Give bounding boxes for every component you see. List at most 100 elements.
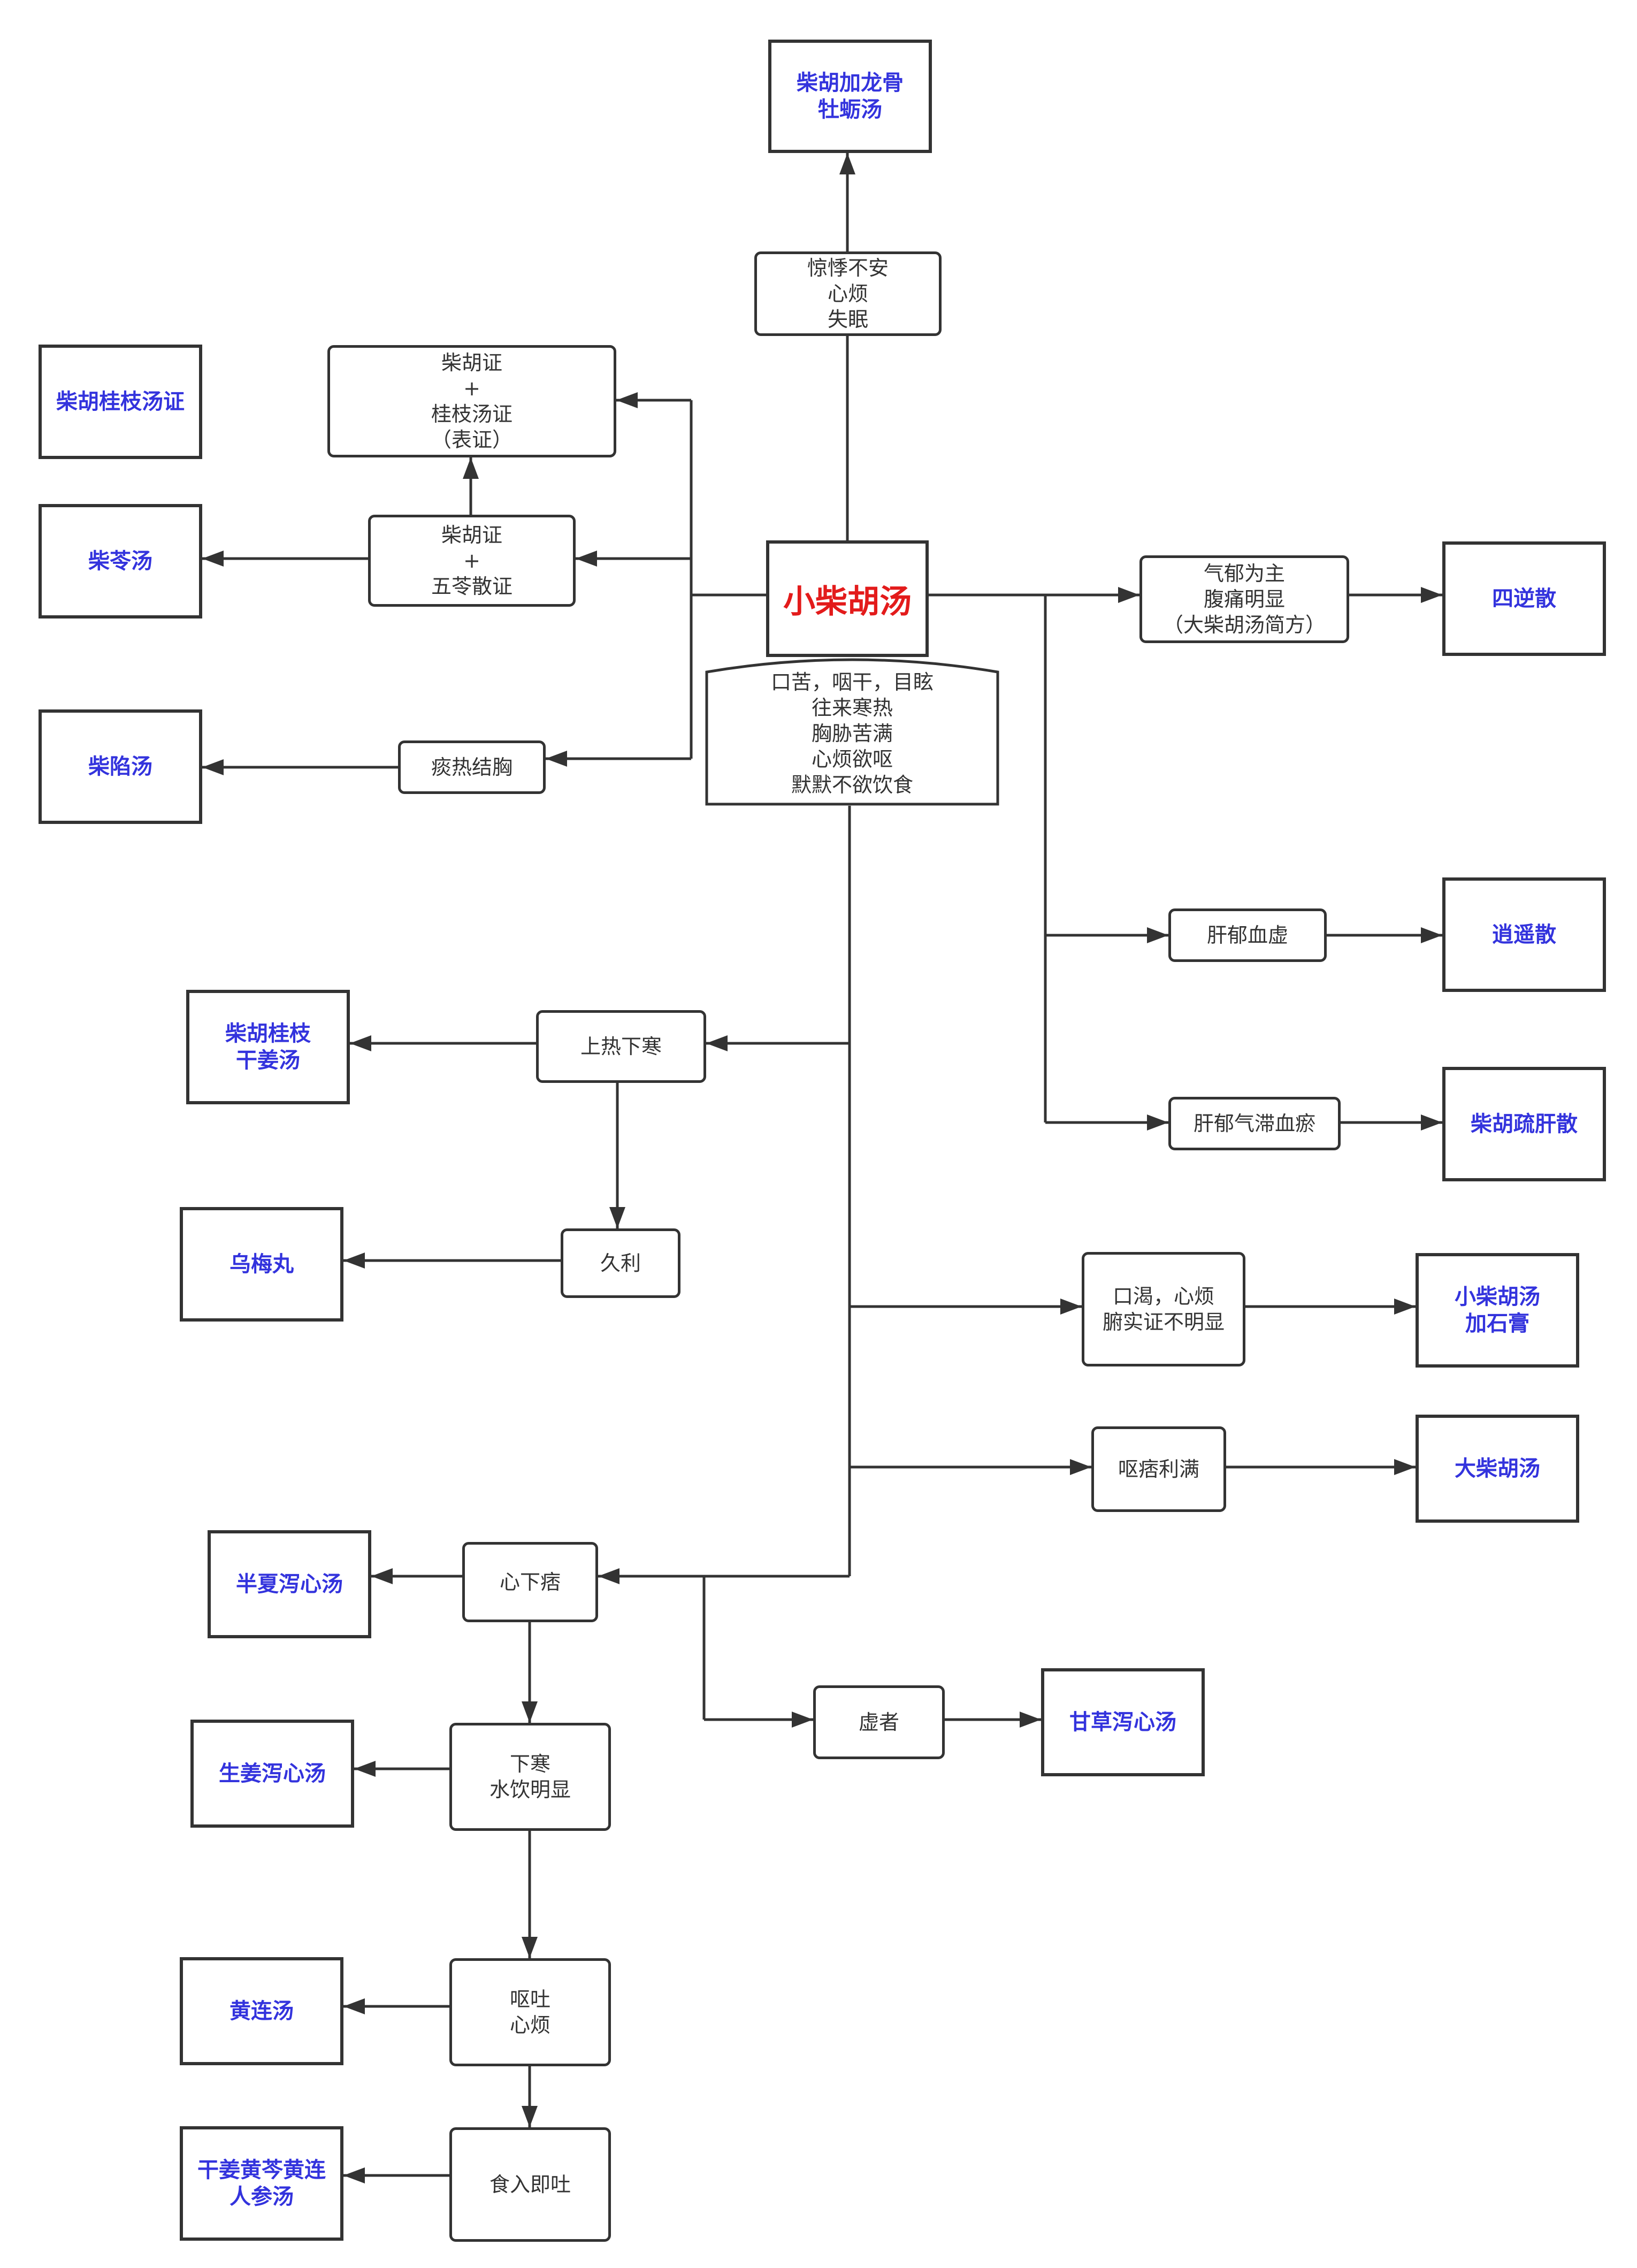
central-label: 小柴胡汤 xyxy=(783,583,912,621)
label-line: 柴胡桂枝 xyxy=(225,1021,311,1046)
arrowhead xyxy=(1020,1712,1041,1728)
label-line: 黄连汤 xyxy=(230,1999,294,2023)
label-line: 腹痛明显 xyxy=(1203,587,1285,611)
arrowhead xyxy=(371,1568,393,1584)
formula-jia-shigao: 小柴胡汤加石膏 xyxy=(1416,1253,1579,1368)
arrowhead xyxy=(1394,1459,1416,1475)
formula-chailing: 柴苓汤 xyxy=(39,504,202,618)
arrowhead xyxy=(1394,1299,1416,1315)
arrowhead xyxy=(1070,1459,1091,1475)
jiuli-node: 久利 xyxy=(561,1228,680,1298)
guizhi-zheng-node: 柴胡证+桂枝汤证（表证） xyxy=(327,345,616,457)
label-line: 柴胡证 xyxy=(441,523,502,547)
label-line: 上热下寒 xyxy=(580,1035,662,1058)
arrowhead xyxy=(598,1568,619,1584)
node-label: 食入即吐 xyxy=(489,2172,571,2197)
arrowhead xyxy=(1421,587,1442,603)
label-line: 甘草泻心汤 xyxy=(1069,1710,1176,1735)
node-label: 呕痞利满 xyxy=(1118,1456,1199,1482)
arrowhead xyxy=(522,1937,538,1958)
formula-longgu-muli: 柴胡加龙骨牡蛎汤 xyxy=(768,40,932,153)
label-line: 四逆散 xyxy=(1492,586,1556,611)
label-line: 肝郁气滞血瘀 xyxy=(1193,1112,1315,1135)
wuling-zheng-node: 柴胡证+ 五苓散证 xyxy=(368,515,576,607)
tanre-node: 痰热结胸 xyxy=(398,740,546,794)
arrowhead xyxy=(546,751,567,767)
formula-xiaoyao: 逍遥散 xyxy=(1442,877,1606,992)
label-line: 久利 xyxy=(600,1251,641,1275)
node-label: 黄连汤 xyxy=(230,1998,294,2025)
label-line: 柴胡加龙骨 xyxy=(797,71,904,95)
node-label: 干姜黄芩黄连人参汤 xyxy=(197,2157,326,2210)
label-line: 心烦 xyxy=(509,2013,550,2037)
node-label: 柴胡桂枝干姜汤 xyxy=(225,1020,311,1074)
shiru-node: 食入即吐 xyxy=(449,2127,611,2242)
formula-gancao: 甘草泻心汤 xyxy=(1041,1668,1205,1776)
arrowhead xyxy=(1147,1114,1168,1131)
label-line: 心烦欲呕 xyxy=(811,747,893,771)
arrowhead xyxy=(522,1701,538,1723)
label-line: + xyxy=(463,377,480,400)
arrowhead xyxy=(343,2167,365,2183)
ganyu-xuexu-node: 肝郁血虚 xyxy=(1168,908,1327,962)
xinxiapi-node: 心下痞 xyxy=(462,1542,598,1622)
formula-shugan: 柴胡疏肝散 xyxy=(1442,1067,1606,1181)
node-label: 半夏泻心汤 xyxy=(236,1571,343,1598)
label-line: 失眠 xyxy=(827,308,868,331)
formula-huanglian: 黄连汤 xyxy=(180,1957,343,2065)
arrowhead xyxy=(354,1761,376,1777)
label-line: 痰热结胸 xyxy=(431,755,512,779)
symptoms-text: 口苦，咽干，目眩往来寒热胸胁苦满心烦欲呕默默不欲饮食 xyxy=(771,665,934,798)
node-label: 柴苓汤 xyxy=(88,548,152,575)
node-label: 甘草泻心汤 xyxy=(1069,1709,1176,1736)
node-label: 柴陷汤 xyxy=(88,753,152,780)
label-line: + xyxy=(463,549,480,572)
node-label: 大柴胡汤 xyxy=(1455,1455,1540,1482)
label-line: 往来寒热 xyxy=(811,696,893,720)
arrowhead xyxy=(839,153,855,174)
label-line: 胸胁苦满 xyxy=(811,722,893,745)
node-label: 久利 xyxy=(600,1250,641,1276)
label-line: 柴胡证 xyxy=(441,351,502,375)
ganyu-qizhi-node: 肝郁气滞血瘀 xyxy=(1168,1097,1341,1150)
node-label: 柴胡证+ 五苓散证 xyxy=(431,522,512,599)
oupi-node: 呕痞利满 xyxy=(1091,1426,1226,1512)
jingji-node: 惊悸不安心烦失眠 xyxy=(754,251,942,336)
label-line: 心下痞 xyxy=(499,1570,561,1594)
central-node: 小柴胡汤 xyxy=(766,540,929,657)
arrowhead xyxy=(350,1035,371,1051)
node-label: 柴胡证+桂枝汤证（表证） xyxy=(431,350,512,453)
symptoms-node: 口苦，咽干，目眩往来寒热胸胁苦满心烦欲呕默默不欲饮食 xyxy=(705,657,999,806)
node-label: 生姜泻心汤 xyxy=(219,1760,326,1787)
arrowhead xyxy=(1147,927,1168,943)
label-line: 柴苓汤 xyxy=(88,549,152,574)
node-label: 痰热结胸 xyxy=(431,754,512,780)
label-line: 腑实证不明显 xyxy=(1102,1310,1225,1334)
node-label: 四逆散 xyxy=(1492,585,1556,612)
formula-banxia: 半夏泻心汤 xyxy=(208,1530,371,1638)
label-line: 小柴胡汤 xyxy=(1455,1285,1540,1309)
node-label: 虚者 xyxy=(859,1709,899,1735)
arrowhead xyxy=(1421,1114,1442,1131)
formula-chaixian: 柴陷汤 xyxy=(39,709,202,824)
node-label: 肝郁血虚 xyxy=(1207,922,1288,948)
label-line: 食入即吐 xyxy=(489,2173,571,2196)
label-line: 生姜泻心汤 xyxy=(219,1761,326,1786)
label-line: 气郁为主 xyxy=(1203,562,1285,585)
label-line: 大柴胡汤 xyxy=(1455,1456,1540,1481)
xuzhe-node: 虚者 xyxy=(813,1685,945,1759)
symptoms-shape xyxy=(705,658,999,806)
node-label: 下寒水饮明显 xyxy=(489,1751,571,1803)
kouke-node: 口渴，心烦腑实证不明显 xyxy=(1082,1252,1245,1366)
node-label: 乌梅丸 xyxy=(230,1251,294,1278)
node-label: 逍遥散 xyxy=(1492,921,1556,948)
arrowhead xyxy=(1118,587,1139,603)
node-label: 柴胡疏肝散 xyxy=(1471,1111,1578,1137)
label-line: 五苓散证 xyxy=(431,575,512,598)
node-label: 上热下寒 xyxy=(580,1034,662,1059)
node-label: 柴胡加龙骨牡蛎汤 xyxy=(797,70,904,123)
label-line: 水饮明显 xyxy=(489,1778,571,1801)
arrowhead xyxy=(576,551,597,567)
